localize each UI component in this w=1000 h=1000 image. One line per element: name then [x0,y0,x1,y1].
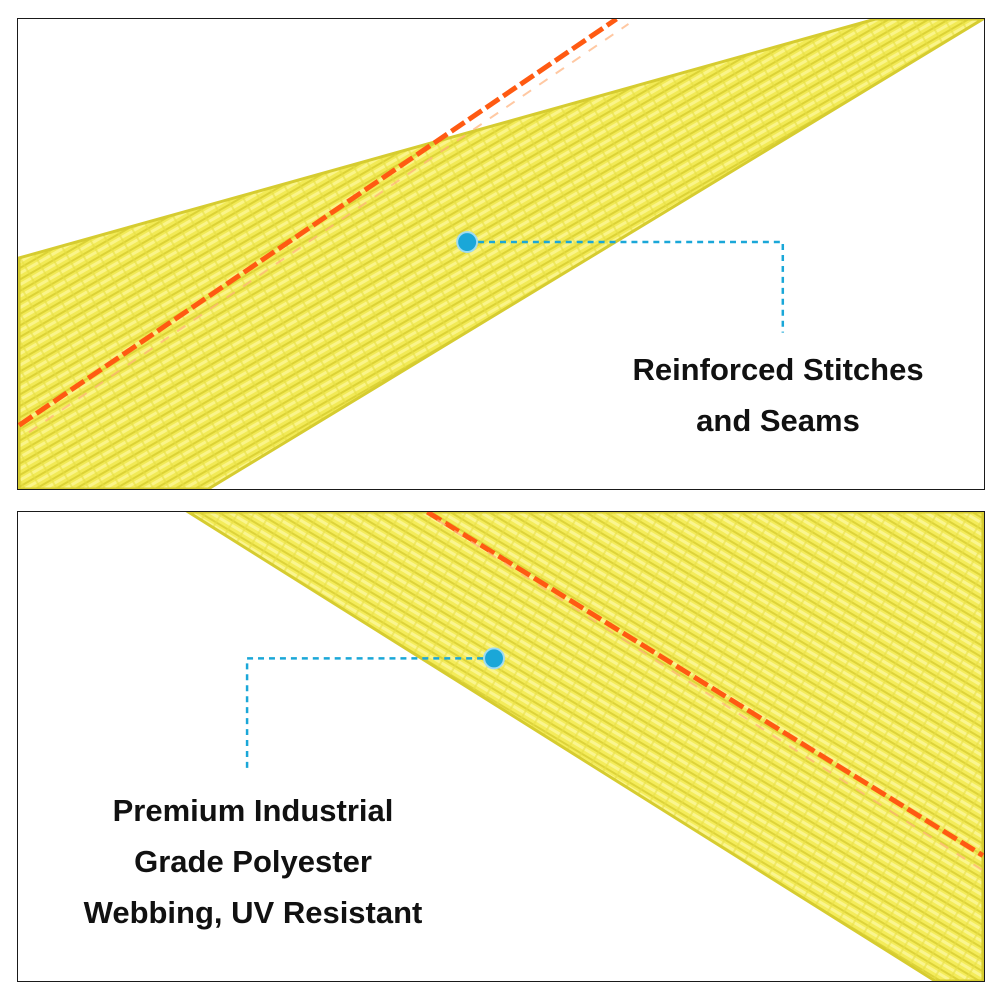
webbing-closeup-panel-top: Reinforced Stitches and Seams [17,18,985,490]
webbing-photo-top [18,19,984,489]
caption-line: Reinforced Stitches [632,352,924,387]
callout-dot [483,647,505,670]
callout-line [467,240,785,333]
stitch-line [18,19,618,428]
caption-line: Premium Industrial [112,793,394,828]
caption-line: Webbing, UV Resistant [83,895,423,930]
callout-line [245,657,495,769]
webbing-strap [19,19,983,489]
feature-caption-material: Premium Industrial Grade Polyester Webbi… [48,785,458,938]
feature-caption-stitches: Reinforced Stitches and Seams [578,344,978,446]
caption-line: and Seams [696,403,860,438]
webbing-photo-bottom [185,512,984,981]
stitch-line [426,512,984,858]
webbing-closeup-panel-bottom: Premium Industrial Grade Polyester Webbi… [17,511,985,982]
callout-dot [456,231,479,254]
webbing-strap [188,512,983,981]
caption-line: Grade Polyester [134,844,372,879]
